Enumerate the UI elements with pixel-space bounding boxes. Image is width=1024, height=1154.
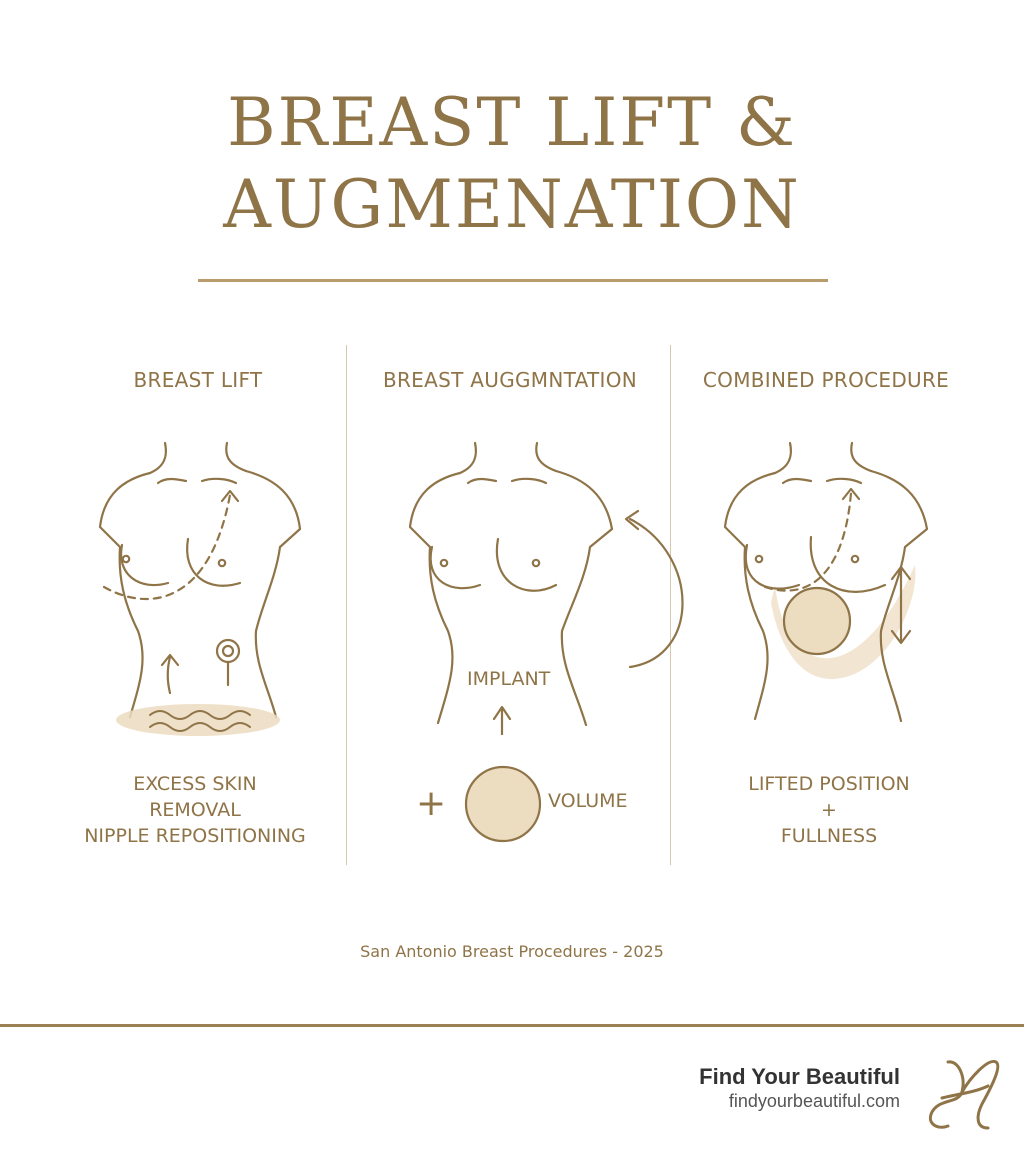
- collarbone-right: [510, 477, 548, 485]
- column-divider-1: [346, 345, 347, 865]
- left-nipple: [754, 554, 764, 564]
- implant-volume-circle: [464, 765, 542, 843]
- left-neck-line: [773, 441, 792, 475]
- torso-right-outline: [244, 469, 302, 719]
- left-nipple: [439, 558, 449, 568]
- left-nipple: [121, 554, 131, 564]
- volume-label: VOLUME: [548, 790, 628, 812]
- tissue-up-arrow: [166, 655, 172, 695]
- lift-arrow-head: [841, 487, 861, 501]
- skin-wave-2: [149, 722, 251, 732]
- left-breast: [119, 543, 170, 587]
- script-h-logo-icon: [929, 1060, 1000, 1130]
- implant-up-arrow-head: [492, 705, 512, 721]
- torso-left-outline: [408, 471, 462, 725]
- breast-augmentation-heading: BREAST AUGGMNTATION: [382, 368, 638, 392]
- right-nipple: [850, 554, 860, 564]
- title-divider: [198, 279, 828, 282]
- left-breast: [744, 543, 801, 590]
- collarbone-left: [156, 477, 188, 485]
- title-line-1: BREAST LIFT &: [227, 84, 797, 161]
- right-breast: [809, 535, 887, 593]
- collarbone-right: [825, 477, 863, 485]
- page-title: BREAST LIFT & AUGMENATION: [0, 82, 1024, 246]
- implant-label: IMPLANT: [467, 668, 551, 690]
- breast-lift-caption: EXCESS SKIN REMOVAL NIPPLE REPOSITIONING: [84, 773, 306, 847]
- column-divider-2: [670, 345, 671, 865]
- combined-procedure-caption: LIFTED POSITION + FULLNESS: [748, 773, 910, 847]
- torso-right-outline: [869, 469, 929, 723]
- right-neck-line: [225, 441, 248, 473]
- collarbone-right: [200, 477, 238, 485]
- target-inner-ring: [221, 644, 235, 658]
- skin-wave-1: [149, 710, 251, 720]
- right-neck-line: [850, 441, 873, 473]
- footer-divider: [0, 1024, 1024, 1027]
- lift-dashed-arc: [102, 493, 232, 601]
- right-nipple: [217, 558, 227, 568]
- tissue-up-arrow-head: [160, 653, 180, 667]
- breast-lift-heading: BREAST LIFT: [133, 368, 263, 392]
- torso-left-outline: [98, 471, 152, 719]
- support-sling: [771, 565, 916, 680]
- left-neck-line: [148, 441, 167, 475]
- plus-sign: +: [416, 783, 447, 824]
- collarbone-left: [781, 477, 813, 485]
- right-neck-line: [535, 441, 558, 473]
- excess-skin-area: [116, 704, 280, 736]
- lift-dashed-arc: [763, 491, 853, 592]
- collarbone-left: [466, 477, 498, 485]
- target-outer-ring: [215, 638, 241, 664]
- vertical-arrow-bottom-head: [890, 629, 912, 645]
- breast-augmentation-illustration: [408, 441, 684, 735]
- combined-procedure-illustration: [723, 441, 929, 723]
- right-nipple: [531, 558, 541, 568]
- footer-note: San Antonio Breast Procedures - 2025: [360, 942, 664, 961]
- lift-arrow-head: [220, 489, 240, 503]
- curved-return-arrow-head: [624, 509, 640, 531]
- title-line-2: AUGMENATION: [223, 166, 801, 243]
- left-neck-line: [458, 441, 477, 475]
- breast-lift-illustration: [98, 441, 302, 736]
- brand-url[interactable]: findyourbeautiful.com: [728, 1091, 900, 1111]
- right-breast: [186, 537, 242, 587]
- combined-procedure-heading: COMBINED PROCEDURE: [702, 368, 950, 392]
- vertical-arrow-top-head: [890, 565, 912, 581]
- left-breast: [429, 545, 482, 590]
- torso-right-outline: [554, 469, 614, 727]
- torso-left-outline: [723, 471, 777, 721]
- curved-return-arrow: [628, 517, 684, 669]
- right-breast: [495, 537, 558, 592]
- brand-name: Find Your Beautiful: [699, 1064, 900, 1089]
- implant-circle: [782, 586, 852, 656]
